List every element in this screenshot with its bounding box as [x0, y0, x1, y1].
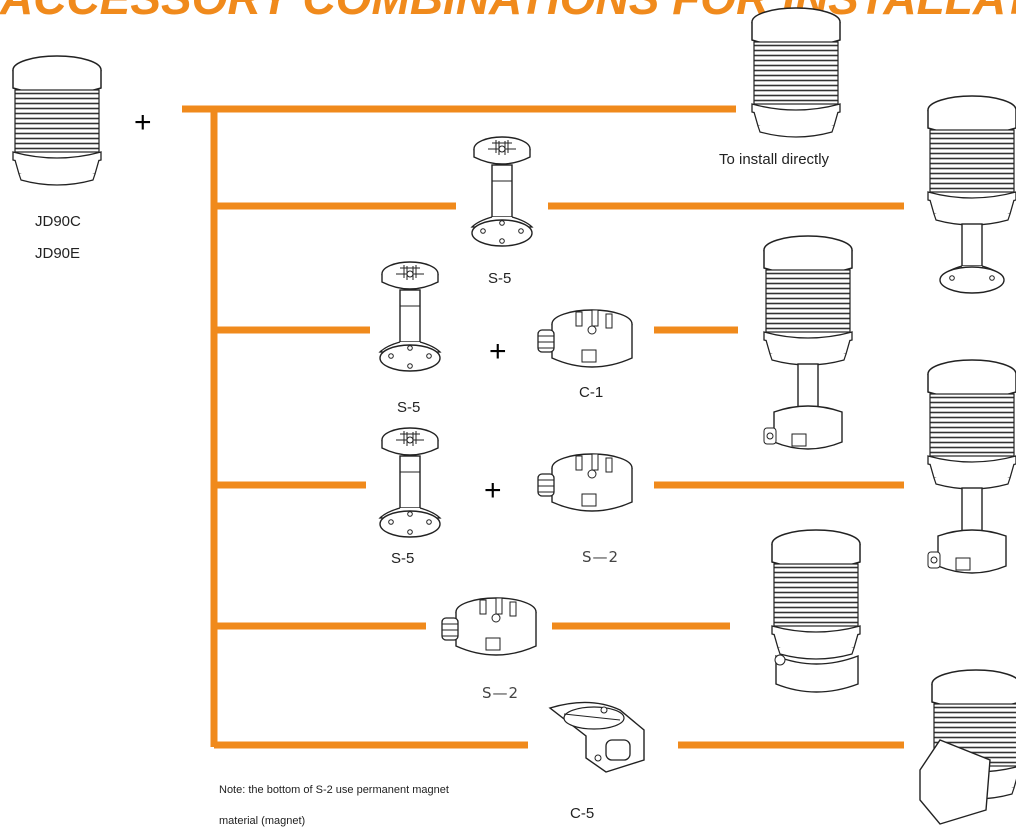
assembly-s5-c1-image [764, 236, 852, 449]
assembly-s2-gland [774, 654, 786, 666]
s5-label: S-5 [397, 399, 421, 416]
model-label-jd90c: JD90C [35, 213, 81, 230]
assembly-c5-bracket [919, 739, 991, 825]
s2-box-image [537, 453, 633, 512]
assembly-s5-s2-image [928, 360, 1016, 573]
s2-label: S—2 [482, 684, 520, 702]
c1-label: C-1 [579, 384, 604, 401]
c5-bracket-image [549, 701, 645, 773]
plus-sign: + [134, 106, 152, 139]
s5-bracket-image [379, 427, 441, 538]
c5-label: C-5 [570, 805, 595, 822]
plus-sign: + [484, 474, 502, 507]
plus-sign: + [489, 335, 507, 368]
note-line-1: Note: the bottom of S-2 use permanent ma… [219, 784, 449, 796]
connector-lines [182, 105, 904, 749]
s5-label: S-5 [391, 550, 415, 567]
lamp-jd90-image [12, 55, 102, 186]
c1-box-image [537, 309, 633, 368]
assembly-s5-image [928, 96, 1016, 293]
s5-bracket-image [471, 136, 533, 247]
direct-install-image [751, 7, 841, 138]
s5-label: S-5 [488, 270, 512, 287]
model-label-jd90e: JD90E [35, 245, 81, 262]
s5-bracket-image [379, 261, 441, 372]
s2-label: S—2 [582, 548, 620, 566]
assembly-s2-base [775, 654, 859, 693]
s2-box-image [441, 597, 537, 656]
direct-install-label: To install directly [719, 151, 830, 168]
note-line-2: material (magnet) [219, 815, 306, 827]
assembly-s2-image [771, 529, 861, 660]
